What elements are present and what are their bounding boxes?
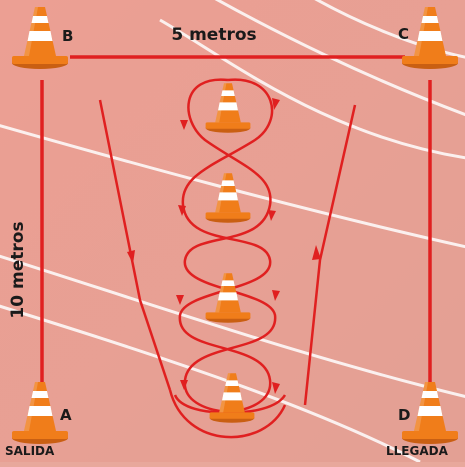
arrow-weave-3 [268, 210, 276, 221]
route-arrows [127, 98, 321, 394]
arrow-weave-2 [180, 120, 188, 130]
arrow-weave-4 [178, 205, 186, 216]
arrow-weave-6 [176, 295, 184, 305]
arrow-weave-8 [180, 380, 188, 390]
point-b-label: B [62, 27, 73, 45]
arrow-down-left [127, 250, 135, 264]
arrow-weave-7 [272, 382, 280, 394]
point-d-label: D [398, 406, 410, 424]
route-bottom-loop [168, 389, 287, 439]
route-weave-b [173, 78, 274, 414]
route-right-diagonal [303, 104, 357, 406]
field-boundary [40, 55, 432, 385]
arrow-weave-1 [272, 98, 280, 110]
start-label: SALIDA [5, 444, 55, 458]
running-route [98, 78, 357, 439]
arrow-up-right [312, 245, 321, 260]
distance-side-label: 10 metros [8, 221, 28, 318]
arrow-weave-5 [272, 290, 280, 301]
point-c-label: C [398, 25, 409, 43]
distance-top-label: 5 metros [171, 25, 256, 45]
route-left-diagonal [98, 99, 172, 391]
finish-label: LLEGADA [386, 444, 449, 458]
point-a-label: A [60, 406, 72, 424]
